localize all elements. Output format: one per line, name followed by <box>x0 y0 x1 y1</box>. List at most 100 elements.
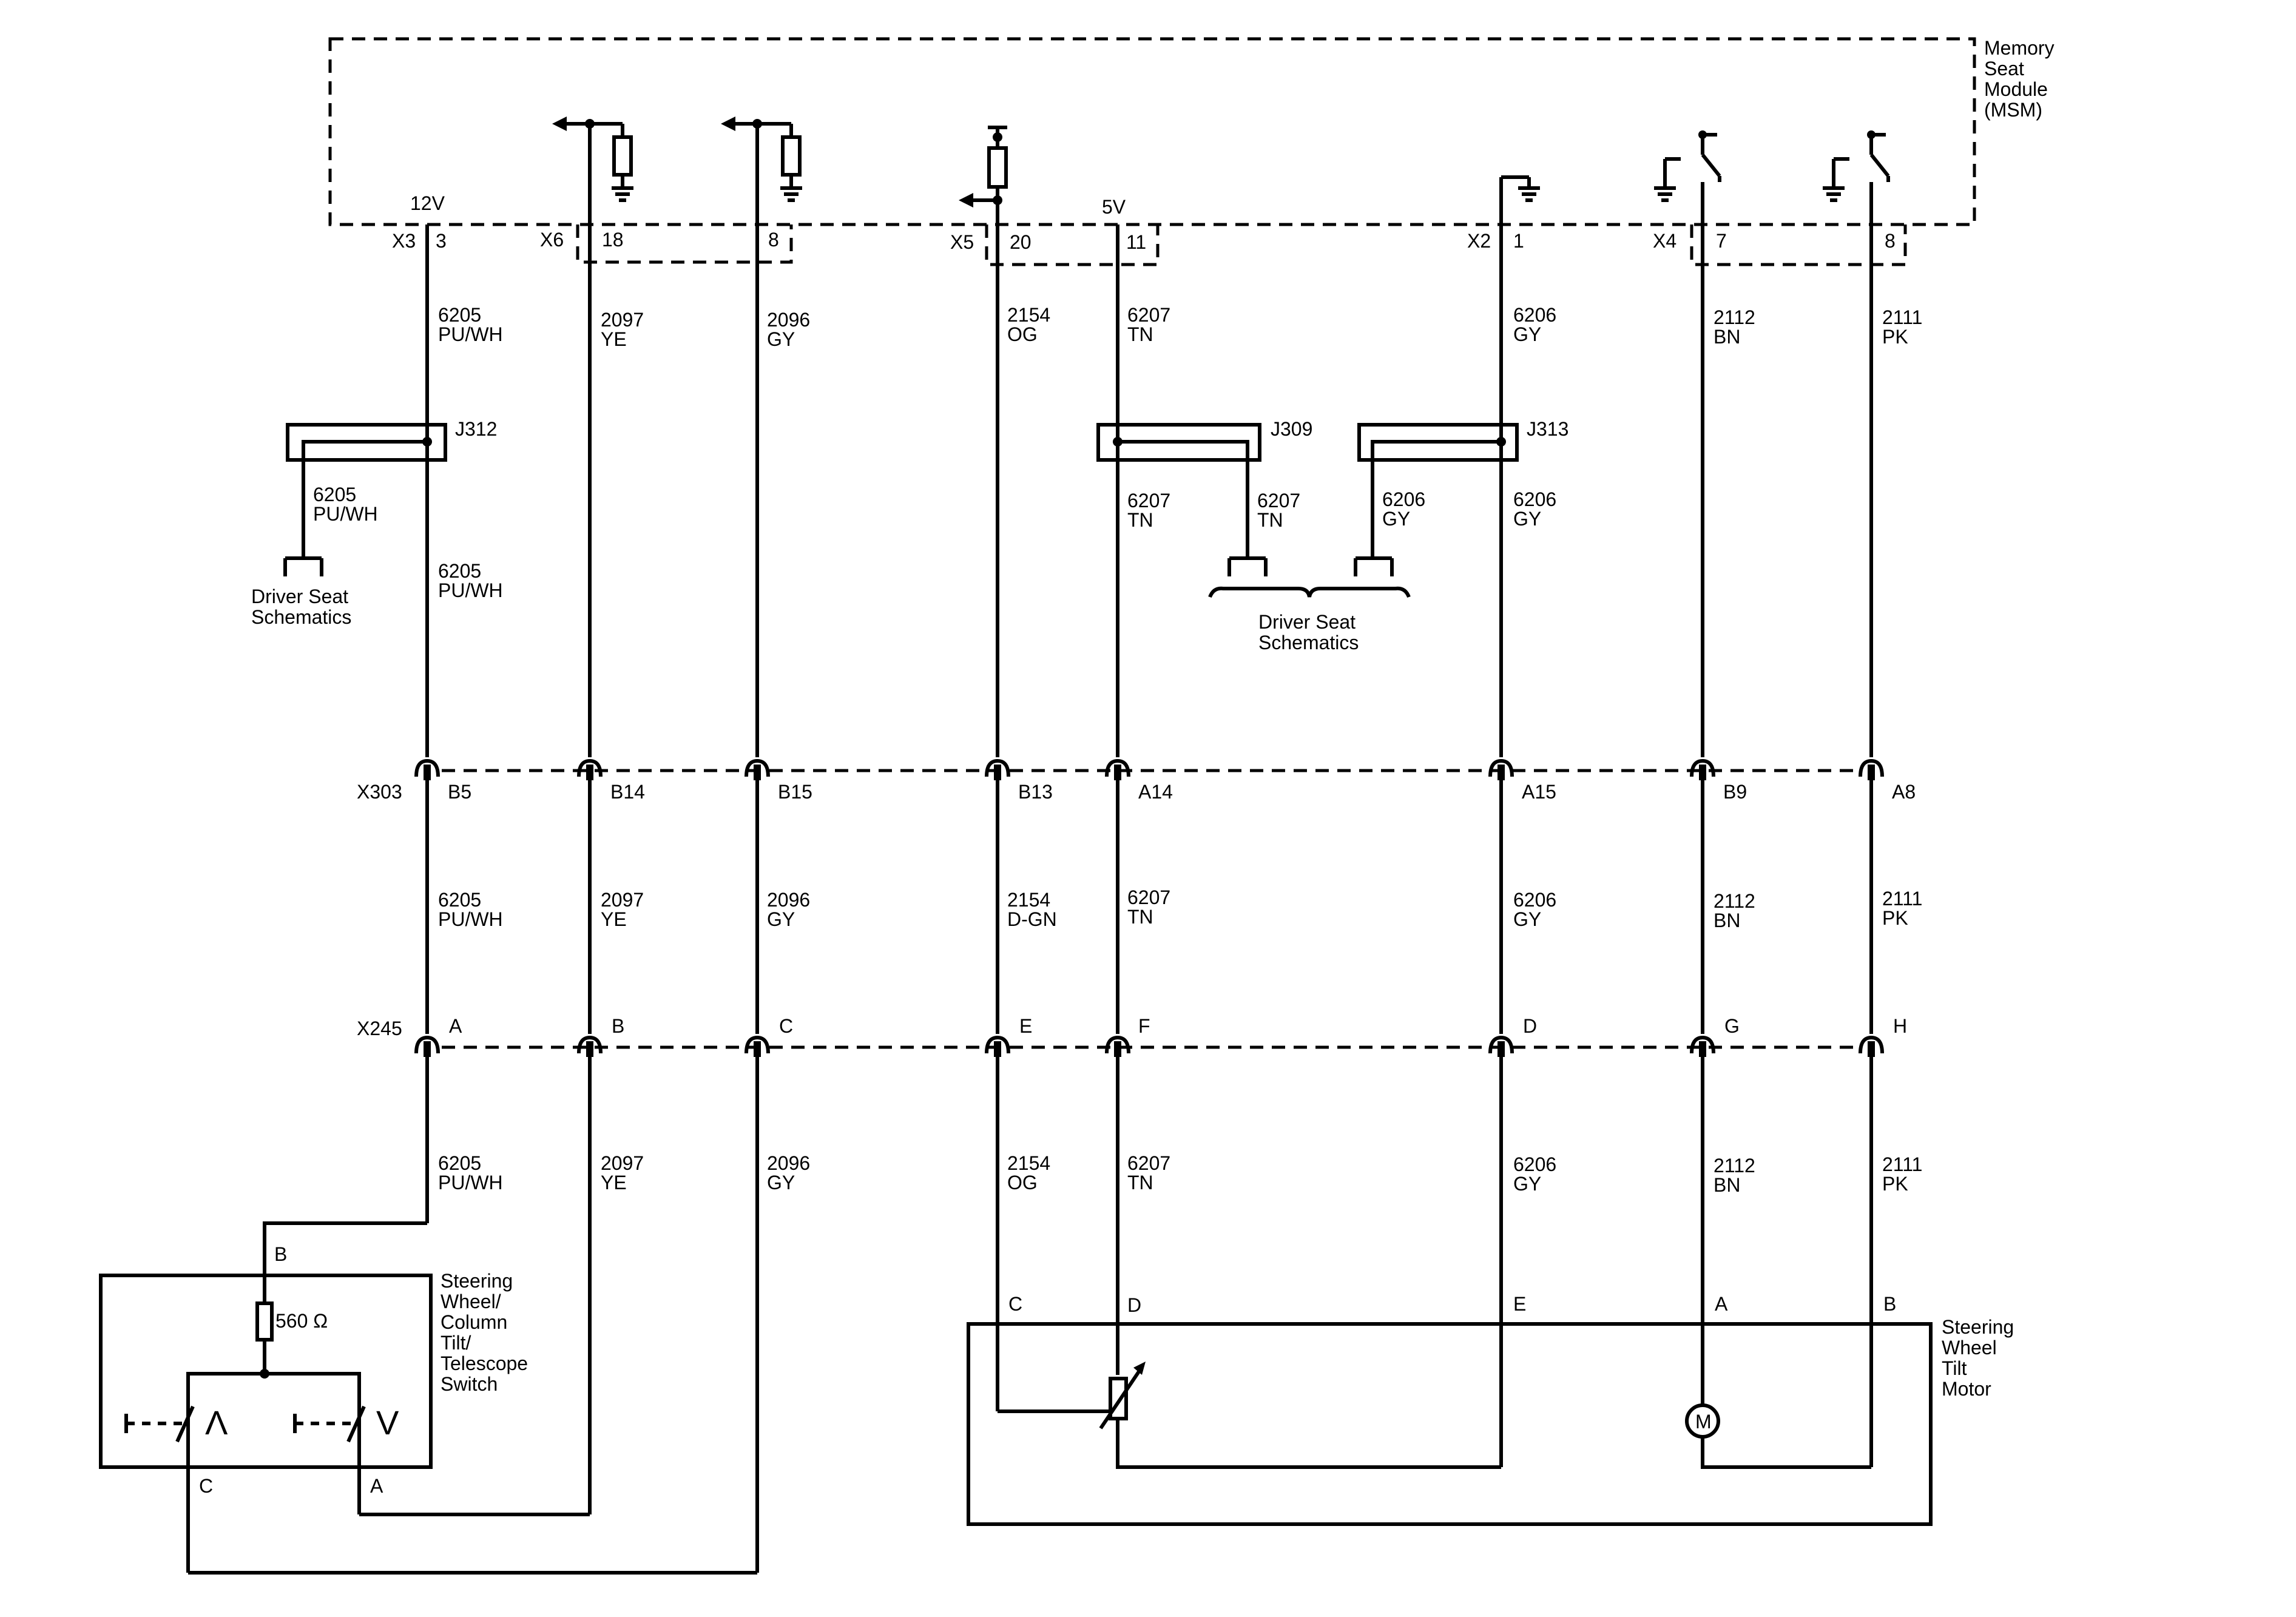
steering-wheel-tilt-motor: M C D E A B Steering Wheel Tilt Motor <box>967 1293 2014 1526</box>
svg-text:560 Ω: 560 Ω <box>275 1310 328 1332</box>
svg-text:E: E <box>1019 1015 1032 1037</box>
main-wires <box>425 124 1873 1573</box>
svg-text:X303: X303 <box>357 781 402 803</box>
splice-j313: J313 6206 GY 6206 GY <box>1354 418 1568 576</box>
bottom-wire-labels: 6205 PU/WH 2097 YE 2096 GY 2154 OG 6207 … <box>438 1152 1922 1196</box>
svg-text:PU/WH: PU/WH <box>313 503 378 525</box>
steering-wheel-switch: Λ V 560 Ω B C A Steering Wheel/ Column T… <box>99 1221 757 1575</box>
svg-text:6206: 6206 <box>1513 488 1556 510</box>
svg-text:Wheel/: Wheel/ <box>441 1291 501 1312</box>
x245-terminal-4 <box>1105 1035 1130 1054</box>
x245-terminal-3 <box>985 1035 1010 1054</box>
svg-text:B: B <box>1883 1293 1896 1315</box>
x303-pin-5 <box>1497 765 1505 780</box>
svg-text:20: 20 <box>1010 231 1032 253</box>
svg-text:X6: X6 <box>540 229 564 251</box>
svg-text:PU/WH: PU/WH <box>438 908 503 930</box>
memory-seat-module-label: Memory Seat Module (MSM) <box>1984 37 2055 121</box>
svg-text:GY: GY <box>767 328 795 350</box>
svg-text:GY: GY <box>1513 508 1541 530</box>
top-wire-labels: 6205 PU/WH 2097 YE 2096 GY 2154 OG 6207 … <box>438 304 1922 350</box>
x245-pin-2 <box>754 1041 761 1057</box>
x245-terminal-6 <box>1690 1035 1715 1054</box>
x303-pin-3 <box>994 765 1001 780</box>
x303-terminal-0 <box>414 758 440 777</box>
svg-text:2097: 2097 <box>601 889 644 911</box>
svg-text:YE: YE <box>601 908 627 930</box>
svg-text:Driver Seat: Driver Seat <box>1258 611 1356 633</box>
mid-wire-labels: 6205 PU/WH 2097 YE 2096 GY 2154 D-GN 620… <box>438 886 1922 931</box>
svg-text:E: E <box>1513 1293 1526 1315</box>
x245-pin-7 <box>1868 1041 1875 1057</box>
x303-pin-1 <box>586 765 593 780</box>
x303-pin-2 <box>754 765 761 780</box>
svg-text:M: M <box>1695 1411 1712 1433</box>
svg-text:X3: X3 <box>392 230 416 252</box>
svg-text:2112: 2112 <box>1714 306 1755 328</box>
svg-text:Steering: Steering <box>441 1270 513 1292</box>
x303-terminal-3 <box>985 758 1010 777</box>
svg-text:1: 1 <box>1513 230 1524 252</box>
x6-internal-resistors <box>552 116 802 202</box>
x303-terminal-6 <box>1690 758 1715 777</box>
svg-text:6205: 6205 <box>438 560 481 582</box>
svg-text:TN: TN <box>1257 509 1283 531</box>
svg-text:GY: GY <box>1513 1173 1541 1195</box>
x303-pin-4 <box>1114 765 1121 780</box>
svg-text:B5: B5 <box>448 781 471 803</box>
x303-pin-7 <box>1868 765 1875 780</box>
svg-text:Tilt/: Tilt/ <box>441 1332 471 1354</box>
svg-text:2154: 2154 <box>1007 1152 1050 1174</box>
voltage-5v: 5V <box>1102 196 1126 218</box>
x245-pin-0 <box>424 1041 431 1057</box>
svg-text:2154: 2154 <box>1007 304 1050 326</box>
svg-text:B: B <box>274 1243 287 1265</box>
x245-pin-5 <box>1497 1041 1505 1057</box>
svg-text:X5: X5 <box>950 231 974 253</box>
svg-text:B14: B14 <box>610 781 645 803</box>
x303-terminal-2 <box>745 758 770 777</box>
svg-text:GY: GY <box>767 908 795 930</box>
memory-seat-module-box <box>328 37 1976 226</box>
svg-text:D: D <box>1127 1294 1141 1316</box>
svg-text:TN: TN <box>1127 906 1153 928</box>
svg-text:A8: A8 <box>1892 781 1916 803</box>
module-connector-outlines <box>576 224 1907 266</box>
svg-text:GY: GY <box>1513 323 1541 345</box>
svg-text:B13: B13 <box>1018 781 1053 803</box>
x245-pin-3 <box>994 1041 1001 1057</box>
svg-text:D-GN: D-GN <box>1007 908 1057 930</box>
splice-j312: J312 6205 PU/WH 6205 PU/WH <box>283 418 503 601</box>
svg-text:J309: J309 <box>1271 418 1312 440</box>
svg-text:3: 3 <box>436 230 447 252</box>
svg-text:A15: A15 <box>1522 781 1556 803</box>
svg-text:B15: B15 <box>778 781 812 803</box>
svg-text:2154: 2154 <box>1007 889 1050 911</box>
svg-text:2096: 2096 <box>767 1152 810 1174</box>
top-connector-labels: X3 X6 X5 X2 X4 <box>392 229 1676 253</box>
x303-pin-0 <box>424 765 431 780</box>
top-pin-labels: 3 18 8 20 11 1 7 8 <box>436 229 1896 253</box>
svg-text:D: D <box>1523 1015 1537 1037</box>
x245-pin-6 <box>1699 1041 1706 1057</box>
x303-connector: X303 B5 B14 B15 B13 A14 A15 B9 A8 <box>357 758 1916 803</box>
x245-terminal-1 <box>577 1035 603 1054</box>
svg-text:6207: 6207 <box>1127 886 1170 908</box>
svg-text:6205: 6205 <box>438 1152 481 1174</box>
svg-text:8: 8 <box>768 229 779 251</box>
svg-text:OG: OG <box>1007 1172 1038 1193</box>
svg-text:Memory: Memory <box>1984 37 2055 59</box>
svg-text:2112: 2112 <box>1714 1155 1755 1176</box>
svg-text:6207: 6207 <box>1127 490 1170 511</box>
svg-text:H: H <box>1893 1015 1907 1037</box>
svg-text:2111: 2111 <box>1882 306 1922 328</box>
svg-text:BN: BN <box>1714 1174 1740 1196</box>
svg-text:PU/WH: PU/WH <box>438 323 503 345</box>
svg-text:6206: 6206 <box>1513 304 1556 326</box>
svg-text:6206: 6206 <box>1382 488 1425 510</box>
x245-terminal-0 <box>414 1035 440 1054</box>
svg-text:C: C <box>779 1015 793 1037</box>
svg-text:A14: A14 <box>1138 781 1173 803</box>
svg-text:6207: 6207 <box>1127 304 1170 326</box>
driver-seat-schematics-right: Driver Seat Schematics <box>1208 586 1411 653</box>
